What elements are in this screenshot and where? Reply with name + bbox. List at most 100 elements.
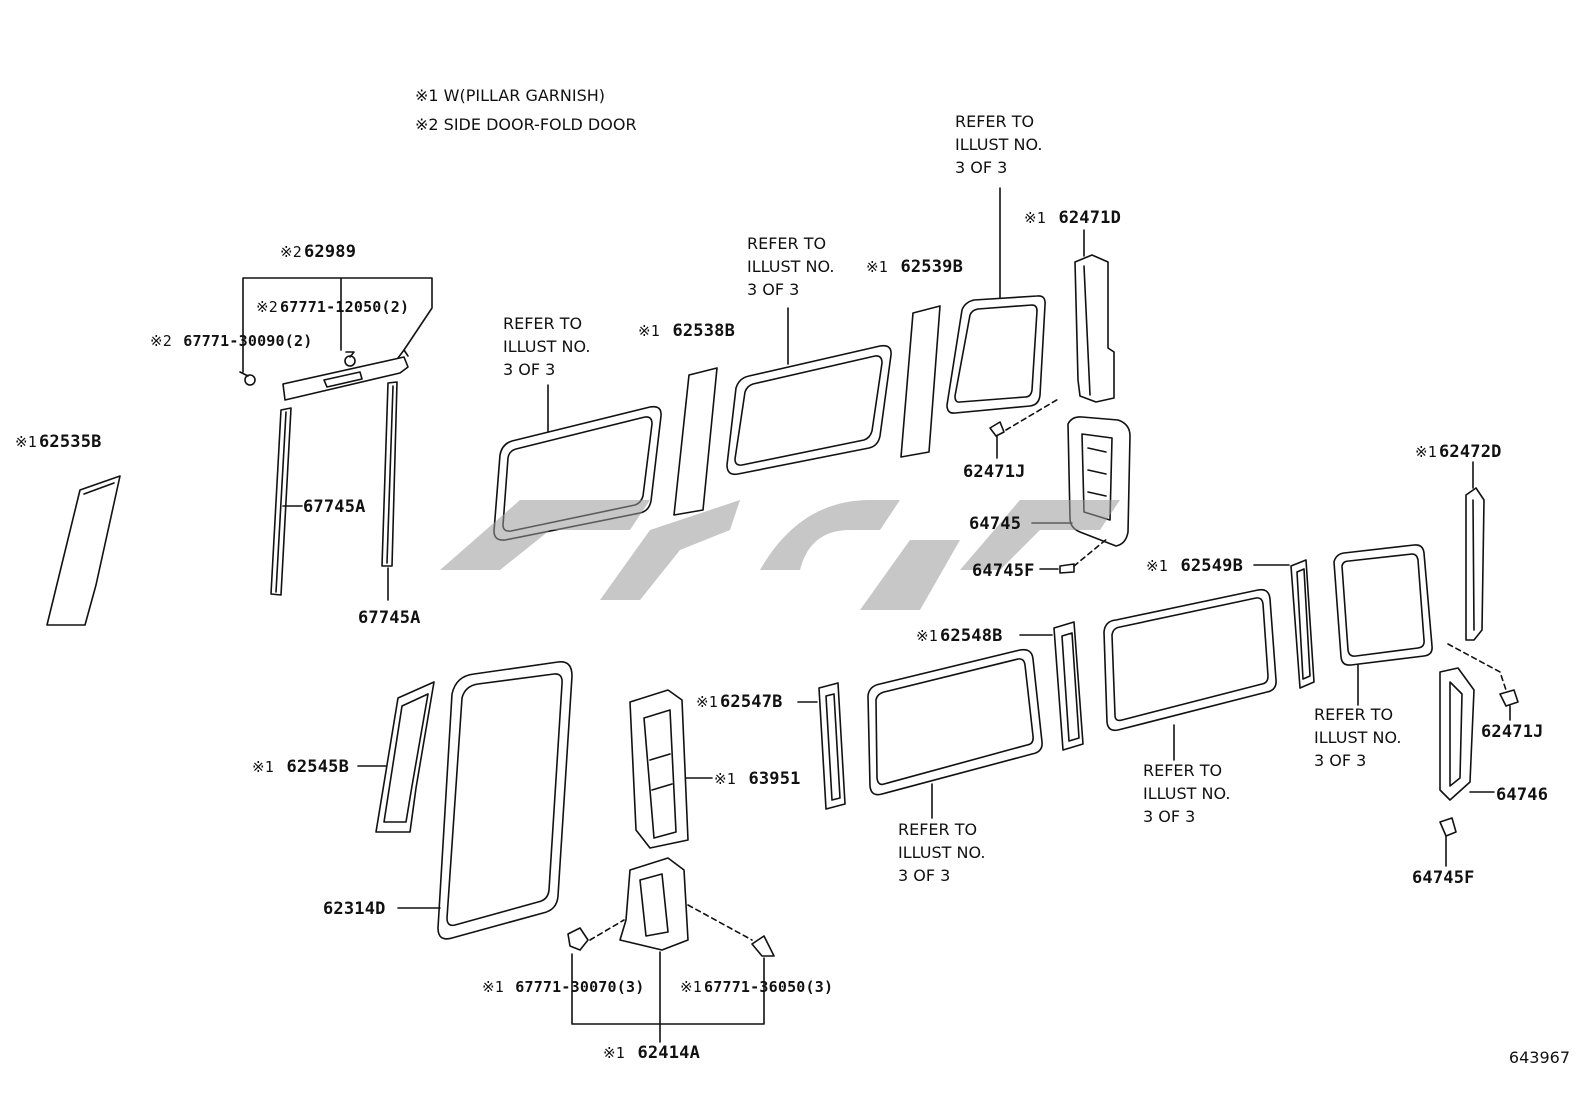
label-67771-30070[interactable]: ※1 67771-30070(3) [482,978,644,996]
refer-line: ILLUST NO. [1143,784,1231,803]
refer-line: REFER TO [1314,705,1394,724]
refer-line: 3 OF 3 [1314,751,1367,770]
leader-62414a [571,951,765,1025]
part-67745a-shape-2 [381,381,398,567]
part-62471j-clip-2 [1499,689,1519,707]
label-mark: ※1 [680,978,702,996]
label-number: 62535B [39,432,102,452]
label-mark: ※1 [1146,557,1168,575]
window-frame-lower-right [1103,588,1277,732]
label-62471j-1[interactable]: 62471J [963,463,1026,481]
label-mark: ※1 [482,978,504,996]
label-62471j-2[interactable]: 62471J [1481,723,1544,741]
label-number: 62989 [304,242,357,262]
dash-62414a-right [687,904,753,941]
refer-line: 3 OF 3 [503,360,556,379]
part-62535b-shape [46,475,121,626]
label-number: 64745F [1412,868,1475,888]
refer-block-3: REFER TO ILLUST NO. 3 OF 3 [955,110,1042,179]
label-number: 62538B [672,321,736,341]
label-64746[interactable]: 64746 [1496,786,1548,804]
label-67745a-2[interactable]: 67745A [358,609,421,627]
refer-line: 3 OF 3 [955,158,1008,177]
label-mark: ※1 [696,693,718,711]
refer-line: ILLUST NO. [898,843,986,862]
part-63951-shape [629,689,689,849]
label-number: 62545B [286,757,350,777]
part-62538b-shape [673,367,718,516]
refer-line: ILLUST NO. [503,337,591,356]
part-62471j-clip-1 [989,421,1005,437]
label-number: 67771-30070(3) [515,978,645,996]
label-mark: ※1 [714,770,736,788]
figure-number: 643967 [1508,1048,1570,1067]
note-1: ※1 W(PILLAR GARNISH) [415,86,606,105]
label-62414a[interactable]: ※1 62414A [603,1044,700,1062]
label-62549b[interactable]: ※1 62549B [1146,557,1243,575]
refer-block-5: REFER TO ILLUST NO. 3 OF 3 [1143,759,1230,828]
part-62414a-shape [619,857,689,951]
label-62471d[interactable]: ※1 62471D [1024,209,1121,227]
part-62472d-shape [1465,487,1485,641]
window-frame-right-small [1333,544,1433,666]
label-mark: ※1 [866,258,888,276]
part-64745f-clip-2 [1439,817,1457,837]
refer-line: ILLUST NO. [747,257,835,276]
refer-line: 3 OF 3 [898,866,951,885]
refer-block-6: REFER TO ILLUST NO. 3 OF 3 [1314,703,1401,772]
label-number: 62314D [323,899,386,919]
refer-block-1: REFER TO ILLUST NO. 3 OF 3 [503,312,590,381]
part-62989-shape [239,349,409,401]
label-67745a-1[interactable]: 67745A [303,498,366,516]
label-62314d[interactable]: 62314D [323,900,386,918]
label-number: 62414A [637,1043,701,1063]
refer-line: ILLUST NO. [1314,728,1402,747]
label-67771-30090[interactable]: ※2 67771-30090(2) [150,332,312,350]
label-mark: ※1 [1415,443,1437,461]
dash-62471j [1005,397,1061,431]
refer-line: ILLUST NO. [955,135,1043,154]
part-67745a-shape-1 [270,407,292,596]
refer-line: REFER TO [955,112,1035,131]
window-frame-3 [946,295,1046,414]
label-62545b[interactable]: ※1 62545B [252,758,349,776]
window-frame-lower-mid [867,648,1043,796]
label-number: 63951 [748,769,801,789]
dash-62471j-2 [1447,643,1507,691]
label-64745f-2[interactable]: 64745F [1412,869,1475,887]
watermark-logo [440,500,1120,610]
label-number: 62471J [1481,722,1544,742]
label-number: 62548B [940,626,1003,646]
label-64745f-1[interactable]: 64745F [972,562,1035,580]
part-62548b-shape [1053,621,1084,751]
label-63951[interactable]: ※1 63951 [714,770,801,788]
label-62538b[interactable]: ※1 62538B [638,322,735,340]
part-62547b-shape [818,682,846,810]
label-mark: ※1 [252,758,274,776]
refer-line: REFER TO [1143,761,1223,780]
label-number: 67771-30090(2) [183,332,313,350]
part-64746-shape [1439,667,1475,801]
label-64745[interactable]: 64745 [969,515,1021,533]
part-62545b-shape [375,681,435,833]
label-mark: ※1 [15,433,37,451]
refer-line: REFER TO [747,234,827,253]
leader-62989 [242,277,433,373]
dash-64745f-1 [1073,537,1109,567]
refer-block-4: REFER TO ILLUST NO. 3 OF 3 [898,818,985,887]
part-62314d-shape [437,660,573,940]
label-mark: ※2 [150,332,172,350]
label-62539b[interactable]: ※1 62539B [866,258,963,276]
label-number: 62549B [1180,556,1244,576]
label-mark: ※2 [280,243,302,261]
note-2: ※2 SIDE DOOR-FOLD DOOR [415,115,637,134]
label-number: 67745A [303,497,366,517]
